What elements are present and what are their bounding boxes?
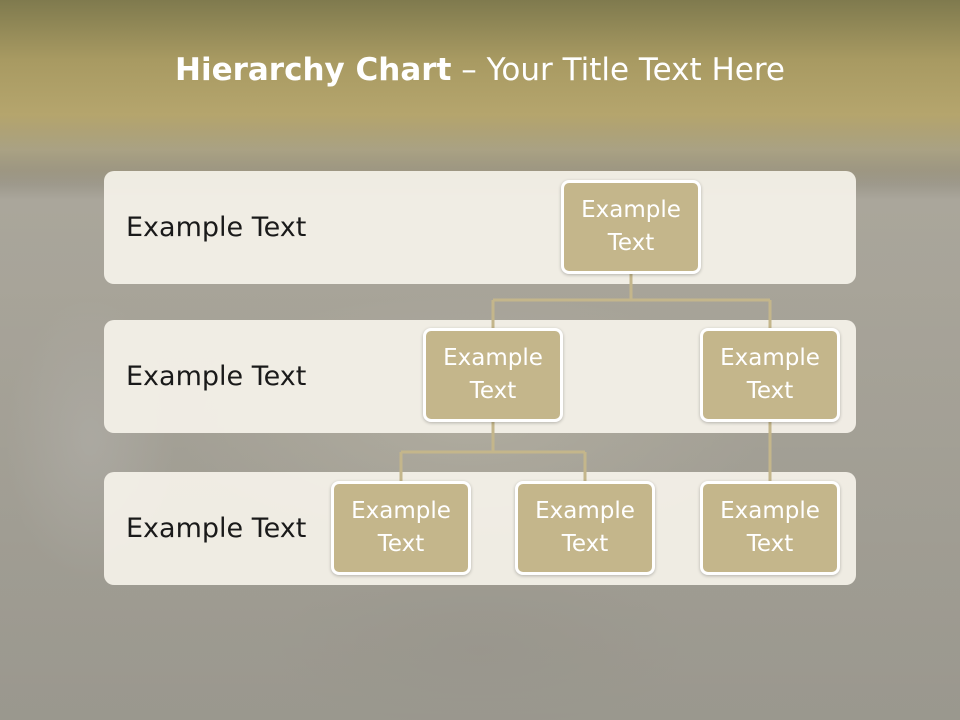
- node-level3-right-1[interactable]: Example Text: [700, 481, 840, 575]
- title-band: [0, 0, 960, 185]
- node-level3-left-1[interactable]: Example Text: [331, 481, 471, 575]
- level-label-1: Example Text: [126, 212, 307, 243]
- level-label-3: Example Text: [126, 513, 307, 544]
- slide-title-rest: – Your Title Text Here: [451, 52, 785, 88]
- connector-left-children: [399, 422, 587, 482]
- connector-root-children: [491, 274, 772, 330]
- level-band-1: Example Text: [104, 171, 856, 284]
- slide-title: Hierarchy Chart – Your Title Text Here: [0, 52, 960, 88]
- node-level2-right[interactable]: Example Text: [700, 328, 840, 422]
- slide-title-bold: Hierarchy Chart: [175, 52, 452, 88]
- node-level2-left[interactable]: Example Text: [423, 328, 563, 422]
- level-label-2: Example Text: [126, 361, 307, 392]
- node-level3-left-2[interactable]: Example Text: [515, 481, 655, 575]
- node-root[interactable]: Example Text: [561, 180, 701, 274]
